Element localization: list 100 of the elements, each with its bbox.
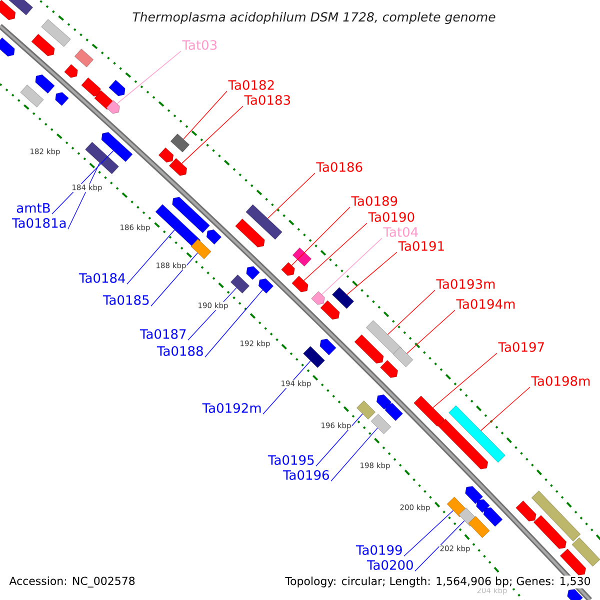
leader-line xyxy=(316,414,363,466)
gene-glyph xyxy=(446,496,468,518)
gene-glyph xyxy=(392,346,414,368)
gene-glyph xyxy=(169,158,187,176)
gene-glyph xyxy=(534,515,566,549)
gene-glyph xyxy=(230,274,250,294)
gene-label: Ta0183 xyxy=(244,95,290,105)
gene-label: Tat04 xyxy=(383,227,418,237)
gene-glyph xyxy=(385,403,403,421)
gene-glyph xyxy=(55,92,69,106)
gene-glyph xyxy=(108,80,126,96)
gene-label: Ta0184 xyxy=(78,273,126,283)
gene-glyph xyxy=(170,134,190,152)
gene-label: Ta0189 xyxy=(351,196,398,206)
gene-glyph xyxy=(560,548,586,576)
leader-line xyxy=(346,252,398,295)
gene-label: Ta0181a xyxy=(12,218,66,228)
gene-label: Ta0196 xyxy=(282,470,329,480)
gene-glyph xyxy=(320,300,340,320)
gene-label: Ta0186 xyxy=(316,162,362,172)
leader-line xyxy=(387,290,436,335)
leader-line xyxy=(267,172,316,219)
gene-glyph xyxy=(567,589,583,600)
gene-label: Ta0199 xyxy=(356,545,402,555)
gene-label: Ta0185 xyxy=(102,295,149,305)
gene-glyph xyxy=(531,490,581,542)
gene-glyph xyxy=(366,320,402,356)
leader-line xyxy=(414,520,465,572)
gene-glyph xyxy=(332,287,354,309)
gene-label: Ta0193m xyxy=(436,279,495,289)
gene-label: Ta0195 xyxy=(268,455,314,465)
gene-glyph xyxy=(572,537,600,567)
leader-line xyxy=(304,222,368,281)
gene-glyph xyxy=(438,418,488,470)
gene-label: Ta0190 xyxy=(368,212,414,222)
gene-glyph xyxy=(292,248,312,266)
leader-line xyxy=(52,150,114,214)
gene-glyph xyxy=(468,516,490,538)
gene-glyph xyxy=(235,218,265,248)
gene-glyph xyxy=(476,499,490,513)
gene-label: Ta0197 xyxy=(498,342,544,352)
gene-glyph xyxy=(258,278,274,294)
gene-glyph xyxy=(106,100,120,114)
gene-glyph xyxy=(320,338,336,356)
leader-line xyxy=(321,238,382,295)
leader-line xyxy=(150,252,198,306)
gene-glyph xyxy=(31,34,55,56)
gene-glyph xyxy=(516,500,536,522)
gene-glyph xyxy=(465,486,483,504)
gene-glyph xyxy=(41,19,71,47)
gene-glyph xyxy=(448,405,506,463)
leader-line xyxy=(262,360,311,414)
leader-line xyxy=(330,428,378,482)
gene-glyph xyxy=(35,74,55,94)
gene-glyph xyxy=(158,148,174,162)
leader-line xyxy=(181,106,244,164)
gene-label: Ta0187 xyxy=(140,329,186,339)
gene-glyph xyxy=(414,396,444,426)
accession-text: Accession: NC_002578 xyxy=(8,576,136,588)
leader-line xyxy=(404,510,454,556)
title: Thermoplasma acidophilum DSM 1728, complete genome xyxy=(132,12,496,24)
gene-glyph xyxy=(354,334,384,364)
gene-glyph xyxy=(380,360,398,378)
gene-glyph xyxy=(7,0,33,16)
genome-info-text: Topology: circular; Length: 1,564,906 bp; Genes: 1,530 xyxy=(284,576,592,588)
gene-glyph xyxy=(20,84,44,108)
gene-label: Ta0191 xyxy=(398,241,444,251)
gene-glyph xyxy=(303,346,325,368)
gene-glyph xyxy=(190,238,212,260)
gene-glyph xyxy=(370,414,392,434)
leader-line xyxy=(183,90,228,140)
gene-glyph xyxy=(172,196,210,234)
gene-label: Tat03 xyxy=(182,40,217,50)
gene-glyph xyxy=(311,291,325,305)
gene-label: amtB xyxy=(16,203,50,213)
leader-line xyxy=(480,386,530,431)
leader-line xyxy=(126,230,175,284)
gene-glyph xyxy=(81,78,101,96)
gene-glyph xyxy=(155,204,201,248)
gene-label: Ta0198m xyxy=(531,376,590,386)
gene-glyph xyxy=(0,0,16,20)
gene-label: Ta0188 xyxy=(156,346,203,356)
gene-label: Ta0192m xyxy=(202,403,261,413)
gene-label: Ta0194m xyxy=(456,299,515,309)
gene-glyph xyxy=(356,400,376,420)
leader-line xyxy=(68,162,100,230)
gene-glyph xyxy=(101,132,133,162)
leader-line xyxy=(291,206,350,266)
gene-glyph xyxy=(0,38,15,56)
gene-glyph xyxy=(206,230,222,244)
gene-glyph xyxy=(64,64,78,78)
gene-glyph xyxy=(376,394,392,410)
leader-line xyxy=(432,352,498,408)
gene-glyph xyxy=(281,262,295,276)
gene-glyph xyxy=(74,48,94,68)
gene-glyph xyxy=(246,266,260,280)
gene-glyph xyxy=(292,276,308,292)
gene-glyph xyxy=(484,507,503,527)
gene-label: Ta0182 xyxy=(228,80,274,90)
gene-glyph xyxy=(85,142,119,174)
